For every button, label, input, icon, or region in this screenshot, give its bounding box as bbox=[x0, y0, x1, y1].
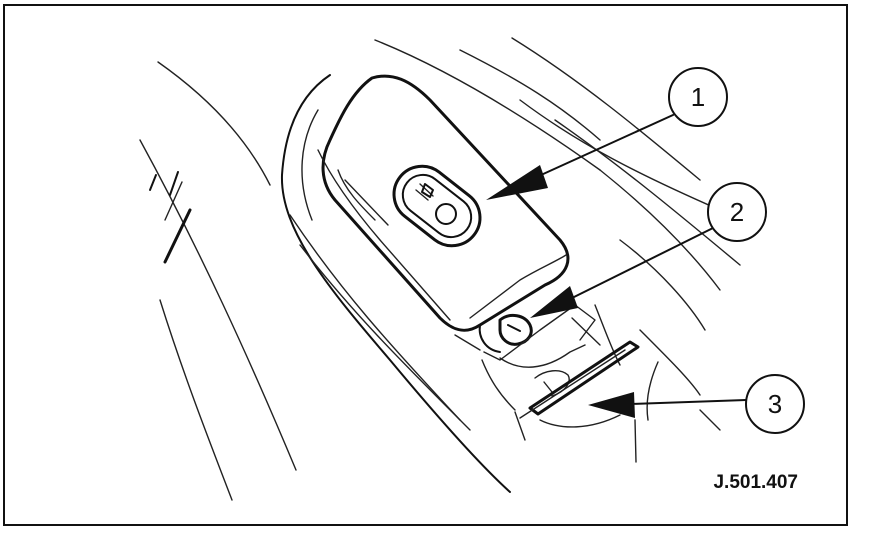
leader-line-1 bbox=[529, 114, 674, 181]
arrowhead-1 bbox=[486, 165, 548, 200]
callout-2: 2 bbox=[707, 182, 767, 242]
leader-line-3 bbox=[629, 399, 747, 405]
callout-1: 1 bbox=[668, 67, 728, 127]
figure-reference-code: J.501.407 bbox=[713, 472, 798, 493]
leader-line-2 bbox=[567, 227, 714, 301]
arrowhead-2 bbox=[530, 286, 578, 318]
callout-1-number: 1 bbox=[691, 82, 705, 112]
callout-3: 3 bbox=[745, 374, 805, 434]
callout-3-number: 3 bbox=[768, 389, 782, 419]
arrowhead-3 bbox=[588, 392, 635, 418]
rocker-switch bbox=[392, 164, 482, 248]
leader-arrows bbox=[486, 114, 747, 418]
door-trim-lines bbox=[139, 61, 297, 501]
switch-housing bbox=[317, 74, 570, 353]
armrest-surfaces bbox=[280, 37, 741, 493]
callout-2-number: 2 bbox=[730, 197, 744, 227]
figure-frame bbox=[3, 4, 848, 526]
switch-recess bbox=[514, 340, 640, 441]
